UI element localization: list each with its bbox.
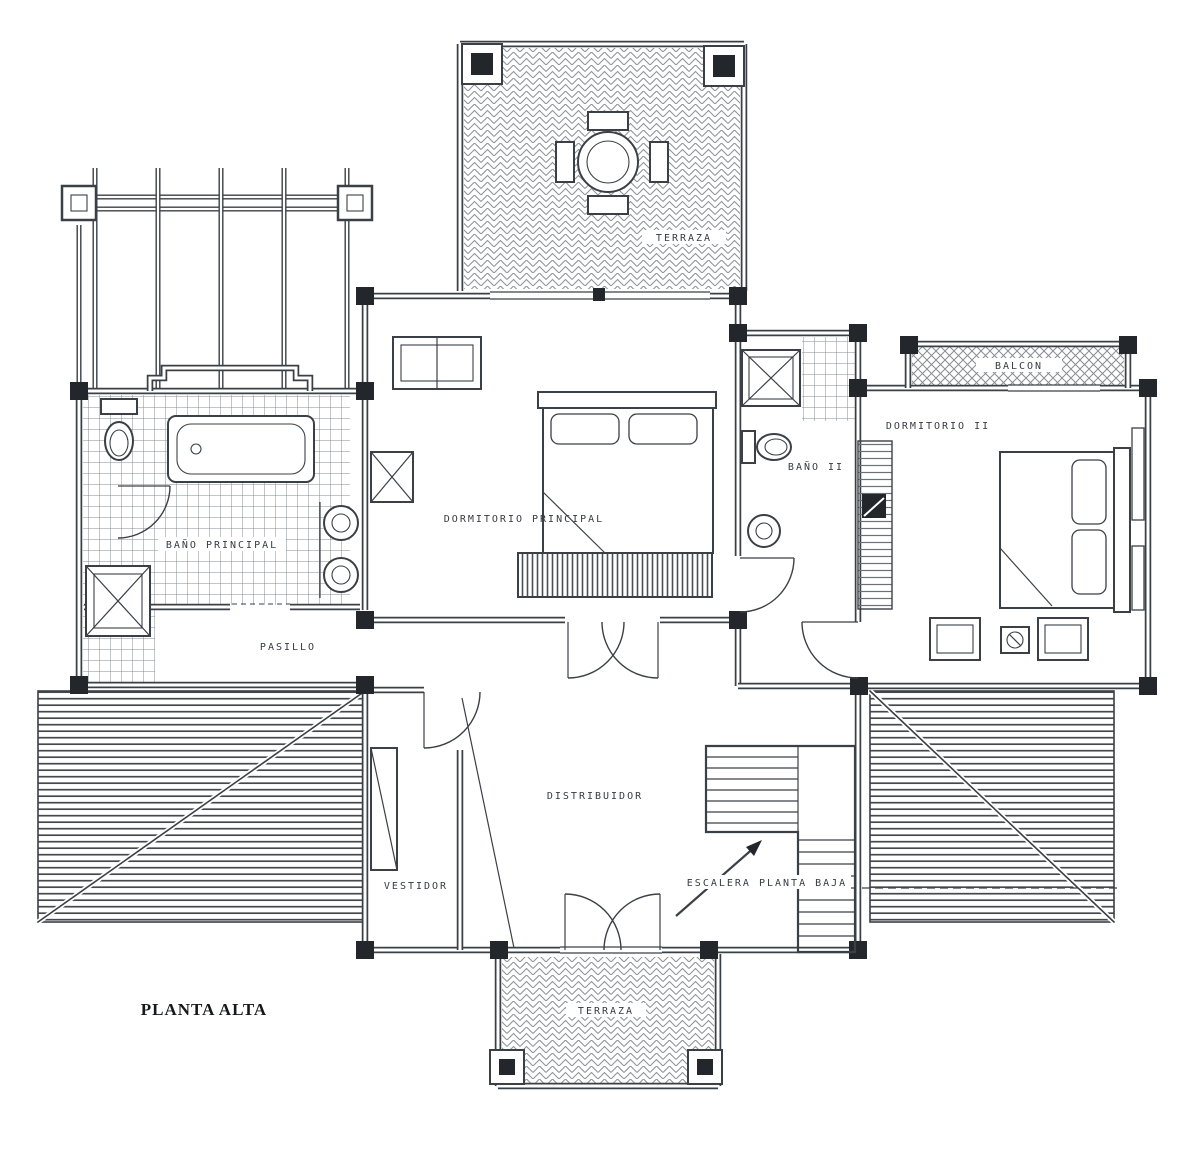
pergola: [60, 168, 374, 388]
label-distribuidor: DISTRIBUIDOR: [547, 791, 643, 802]
right-roof-hip-line: [869, 690, 1115, 923]
labels: TERRAZA BALCON DORMITORIO II BAÑO II DOR…: [141, 230, 1062, 1019]
terrace-table-set: [555, 111, 669, 215]
arrowhead-icon: [746, 840, 762, 856]
closet-icon: [857, 440, 893, 610]
shower-icon: [741, 349, 801, 407]
dressing-room: [370, 691, 515, 949]
plan-title: PLANTA ALTA: [141, 1000, 267, 1019]
bed-bench-icon: [517, 552, 713, 598]
chair-icon: [587, 195, 629, 215]
wardrobe-icon: [370, 747, 398, 871]
stairs: [675, 744, 857, 954]
label-dormitorio-ii: DORMITORIO II: [886, 421, 990, 432]
label-terraza-bottom: TERRAZA: [578, 1006, 634, 1017]
chair-icon: [649, 141, 669, 183]
bed-icon: [517, 391, 717, 598]
columns: [70, 43, 1157, 1085]
sofa-icon: [392, 336, 482, 390]
bedroom2-windows: [1131, 427, 1145, 611]
wardrobe-icon: [370, 451, 414, 503]
label-bano-principal: BAÑO PRINCIPAL: [166, 538, 278, 551]
door-arc: [567, 621, 659, 679]
bathtub-icon: [167, 415, 315, 483]
chair-icon: [555, 141, 575, 183]
door-arc: [423, 691, 481, 749]
window-icon: [1131, 545, 1145, 611]
terrace-column: [461, 43, 503, 85]
sink-icon: [319, 502, 359, 598]
label-balcon: BALCON: [995, 361, 1043, 372]
bed-icon: [999, 447, 1131, 613]
door-leaf: [567, 622, 659, 678]
label-dormitorio-principal: DORMITORIO PRINCIPAL: [444, 514, 604, 525]
label-pasillo: PASILLO: [260, 642, 316, 653]
label-bano-ii: BAÑO II: [788, 460, 844, 473]
toilet-icon: [741, 430, 792, 464]
window-icon: [1131, 427, 1145, 521]
seat-icon: [1037, 617, 1089, 661]
label-terraza-top: TERRAZA: [656, 233, 712, 244]
pergola-post-right: [336, 184, 374, 222]
right-roof: [868, 689, 1116, 924]
door-arc: [739, 557, 795, 613]
master-bathroom: [85, 398, 359, 637]
bathroom-2: [739, 349, 801, 613]
bedroom-2: [801, 440, 1131, 679]
seat-icon: [929, 617, 981, 661]
door-arc: [801, 621, 859, 679]
label-escalera: ESCALERA PLANTA BAJA: [687, 878, 847, 889]
label-vestidor: VESTIDOR: [384, 881, 448, 892]
side-table-icon: [1000, 626, 1030, 654]
door-leaf: [564, 894, 661, 950]
terrace-column: [489, 1049, 525, 1085]
terrace-column: [703, 45, 745, 87]
distributor-hall: [564, 887, 1122, 951]
door-arc: [117, 485, 171, 539]
terrace-column: [687, 1049, 723, 1085]
mullion: [593, 288, 605, 301]
stair-treads: [706, 756, 798, 824]
bottom-terrace-paving: [502, 957, 714, 1083]
sink-icon: [747, 514, 781, 548]
chair-icon: [587, 111, 629, 131]
left-roof: [36, 688, 367, 925]
pergola-post-left: [60, 184, 98, 222]
shower-icon: [85, 565, 151, 637]
toilet-icon: [100, 398, 138, 461]
left-roof-hip-line: [37, 690, 366, 923]
bath2-tiles: [802, 337, 856, 421]
door-arc: [564, 893, 661, 951]
sliding-door-leaf: [461, 697, 515, 949]
master-bedroom: [370, 336, 717, 679]
